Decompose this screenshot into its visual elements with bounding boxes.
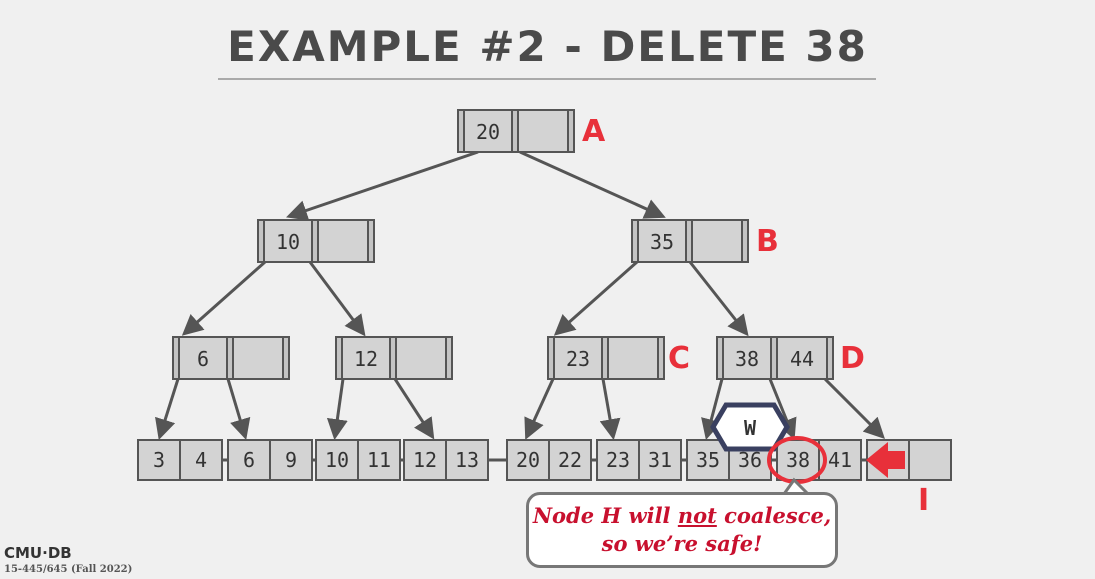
callout-line-2: so we’re safe!	[601, 531, 763, 556]
course-label: 15-445/645 (Fall 2022)	[4, 564, 133, 575]
node-label-d: D	[840, 341, 865, 376]
tree-edge	[553, 260, 638, 336]
leaf-key: 13	[455, 448, 479, 472]
node-label-i: I	[918, 483, 929, 518]
tree-edge	[599, 378, 621, 441]
leaf-node-l6: 23 31	[596, 439, 682, 481]
tree-edge	[308, 261, 366, 337]
node-label-b: B	[756, 224, 779, 259]
slide-title: EXAMPLE #2 - DELETE 38	[227, 22, 868, 71]
leaf-key: 6	[243, 448, 255, 472]
inner-node-b: 35	[631, 219, 749, 263]
leaf-key: 41	[828, 448, 852, 472]
node-label-a: A	[582, 114, 606, 149]
node-key: 20	[476, 120, 500, 144]
leaf-key: 36	[738, 448, 762, 472]
leaf-node-l3: 10 11	[315, 439, 401, 481]
leaf-key: 9	[285, 448, 297, 472]
leaf-key: 3	[153, 448, 165, 472]
tree-edge	[181, 260, 266, 336]
tree-edge	[155, 378, 180, 441]
inner-node-n12: 12	[335, 336, 453, 380]
leaf-key: 38	[786, 448, 810, 472]
leaf-node-h: 38 41	[776, 439, 862, 481]
tree-edges	[155, 150, 885, 441]
tree-edge	[286, 150, 479, 221]
leaf-key: 31	[648, 448, 672, 472]
cmu-db-logo: CMU·DB	[4, 544, 72, 562]
inner-node-c: 23	[547, 336, 665, 380]
title-underline	[218, 78, 876, 80]
tree-edge	[823, 377, 885, 439]
leaf-key: 23	[606, 448, 630, 472]
tree-edge	[688, 261, 749, 337]
inner-node-a: 20	[457, 109, 575, 153]
leaf-key: 22	[558, 448, 582, 472]
leaf-key: 35	[696, 448, 720, 472]
node-key: 35	[650, 230, 674, 254]
tree-edge	[226, 378, 251, 441]
red-arrow	[866, 442, 905, 478]
tree-edge	[393, 378, 435, 440]
leaf-key: 4	[195, 448, 207, 472]
node-key: 23	[566, 347, 590, 371]
callout-line-1: Node H will not coalesce,	[532, 503, 832, 528]
inner-node-n10: 10	[257, 219, 375, 263]
tree-edge	[524, 378, 555, 440]
node-key: 6	[197, 347, 209, 371]
overlay-annotations: A B C D I W	[582, 114, 929, 518]
tree-edge	[326, 378, 348, 441]
node-label-c: C	[668, 341, 690, 376]
node-key: 10	[276, 230, 300, 254]
callout-bubble: Node H will not coalesce, so we’re safe!	[526, 492, 838, 568]
leaf-key: 12	[413, 448, 437, 472]
write-latch-badge: W	[710, 402, 790, 452]
node-key: 44	[790, 347, 814, 371]
inner-node-n6: 6	[172, 336, 290, 380]
node-key: 12	[354, 347, 378, 371]
tree-edge	[701, 378, 724, 441]
leaf-key: 11	[367, 448, 391, 472]
tree-edge	[519, 150, 666, 219]
inner-node-d: 38 44	[716, 336, 834, 380]
leaf-key: 10	[325, 448, 349, 472]
leaf-key: 20	[516, 448, 540, 472]
latch-mode: W	[744, 416, 757, 440]
node-key: 38	[735, 347, 759, 371]
leaf-node-l4: 12 13	[403, 439, 489, 481]
